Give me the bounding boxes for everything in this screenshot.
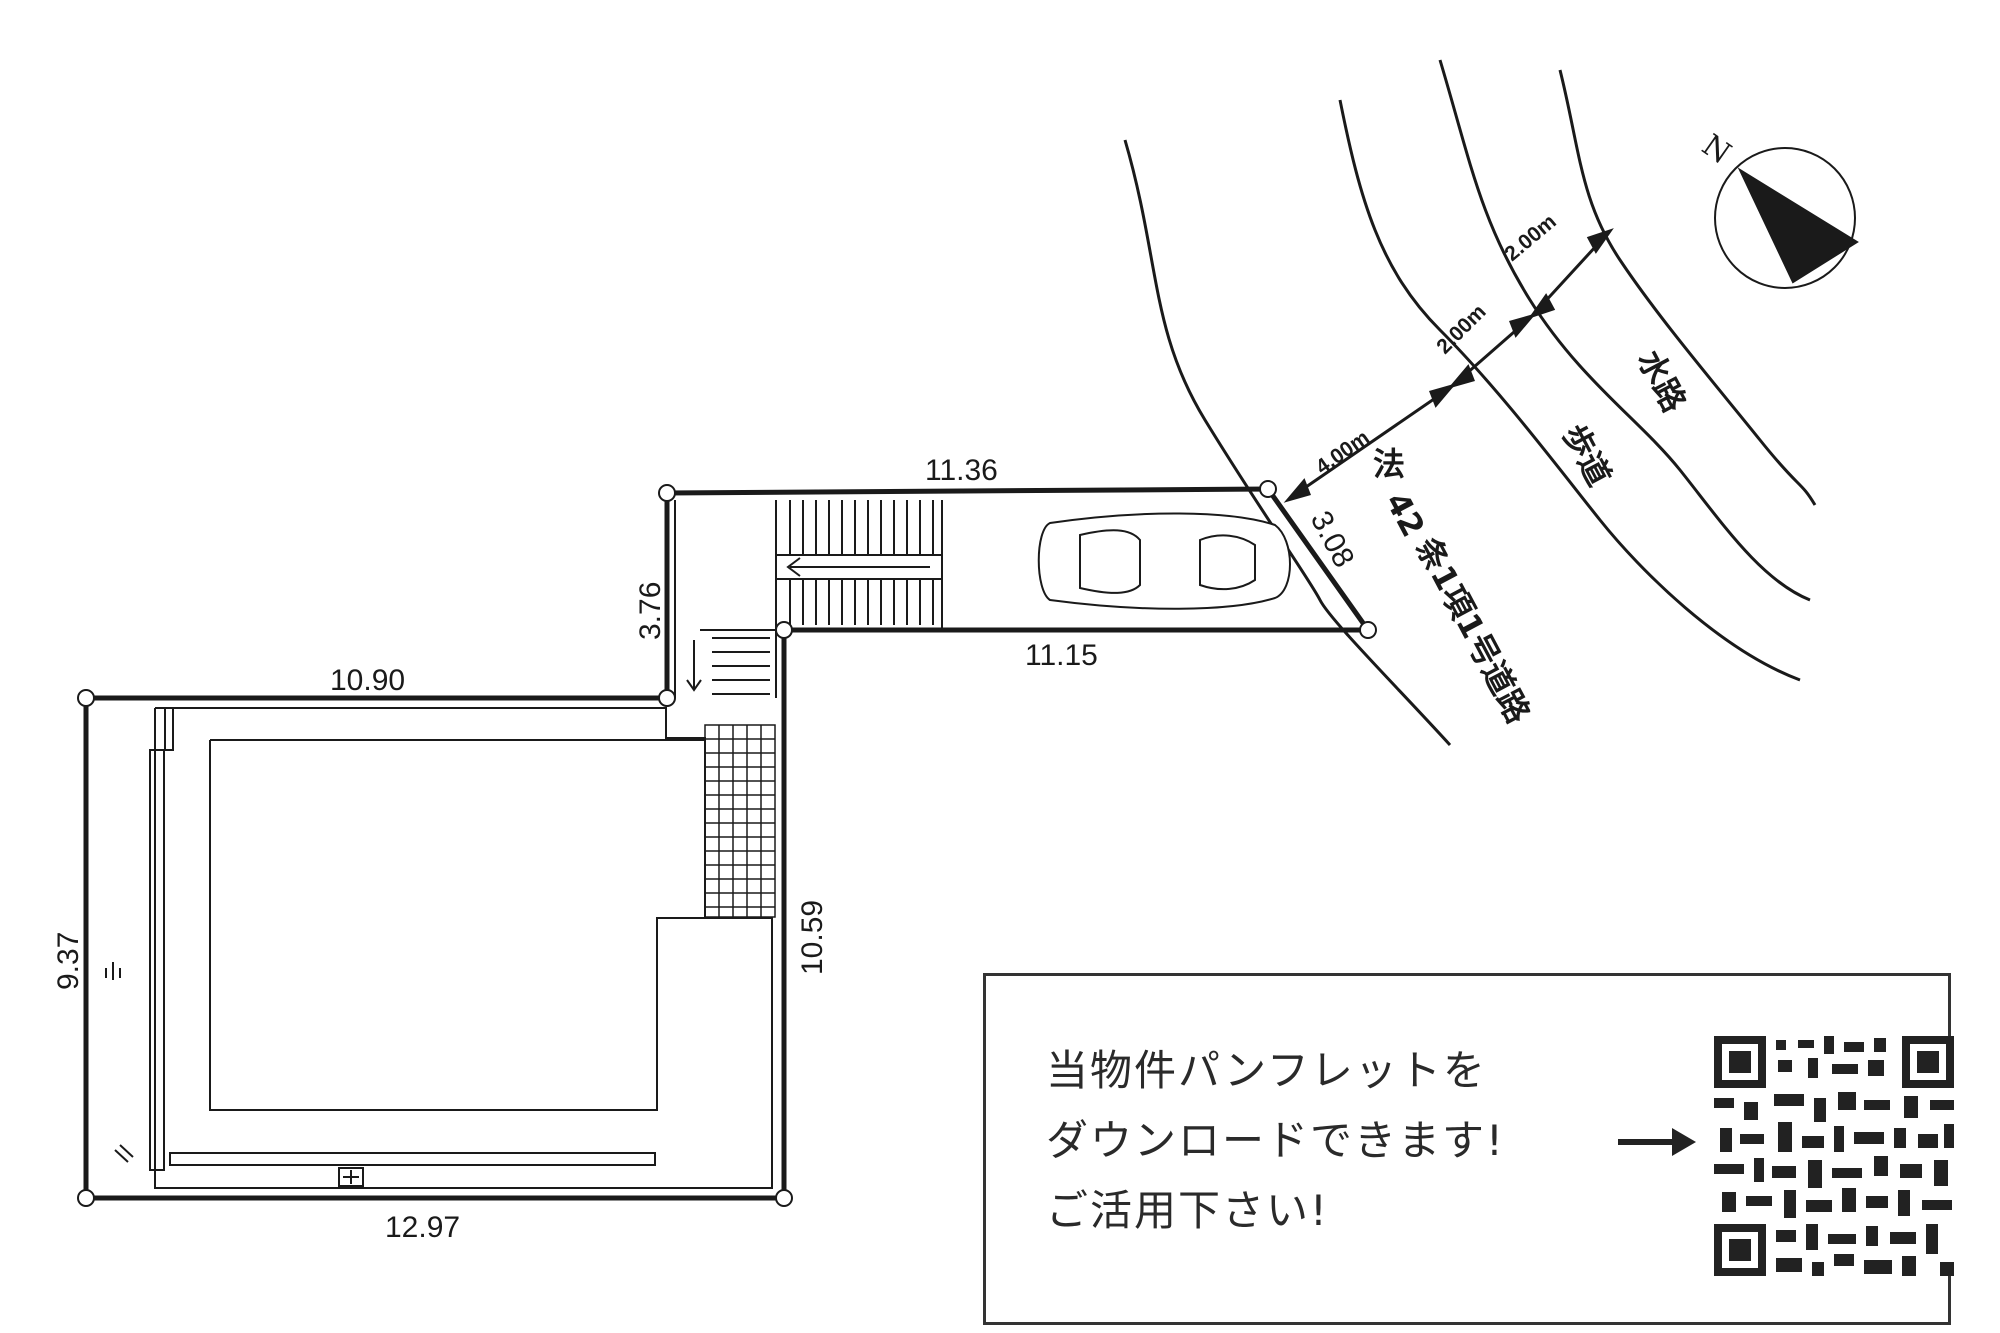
dim-lot-top: 10.90	[330, 664, 405, 697]
dim-lot-bottom: 12.97	[385, 1211, 460, 1244]
promo-line-3: ご活用下さい!	[1046, 1186, 1329, 1235]
promo-line-2: ダウンロードできます!	[1046, 1116, 1505, 1165]
svg-text:法: 法	[1373, 445, 1405, 483]
svg-text:42: 42	[1378, 486, 1432, 543]
dim-lot-right: 10.59	[796, 900, 829, 975]
road-boundary-inner	[1123, 139, 1452, 747]
waterway-width-label: 2.00m	[1500, 210, 1560, 266]
dim-drive-depth: 3.76	[634, 582, 667, 640]
qr-code-icon[interactable]	[1714, 1036, 1954, 1276]
promo-line-1: 当物件パンフレットを	[1046, 1046, 1487, 1095]
compass-icon	[1714, 147, 1859, 289]
road-boundary-outer	[1338, 99, 1801, 682]
road-width-label: 4.00m	[1312, 426, 1374, 479]
dim-lot-left: 9.37	[52, 932, 85, 990]
waterway-label: 水路	[1630, 344, 1694, 419]
promo-text: 当物件パンフレットを ダウンロードできます! ご活用下さい!	[1046, 1036, 1505, 1246]
house-footprint	[149, 707, 773, 1189]
fixture-symbols	[105, 962, 364, 1187]
tiled-patio	[704, 724, 776, 918]
pamphlet-download-box: 当物件パンフレットを ダウンロードできます! ご活用下さい!	[983, 973, 1954, 1325]
car-icon	[1037, 512, 1291, 610]
dim-top-drive: 11.36	[925, 454, 998, 487]
waterway-boundary	[1558, 69, 1817, 506]
road-dimension-arrows	[1283, 228, 1614, 503]
svg-text:条1項1号道路: 条1項1号道路	[1408, 531, 1538, 730]
arrow-right-icon	[1618, 1128, 1696, 1156]
dim-drive-bottom: 11.15	[1025, 639, 1098, 672]
boundary-markers	[77, 480, 1377, 1207]
sidewalk-label: 歩道	[1555, 418, 1619, 492]
dim-road-frontage: 3.08	[1304, 506, 1361, 573]
stairs	[686, 500, 943, 695]
north-label: N	[1695, 128, 1737, 172]
sidewalk-boundary	[1438, 59, 1811, 602]
